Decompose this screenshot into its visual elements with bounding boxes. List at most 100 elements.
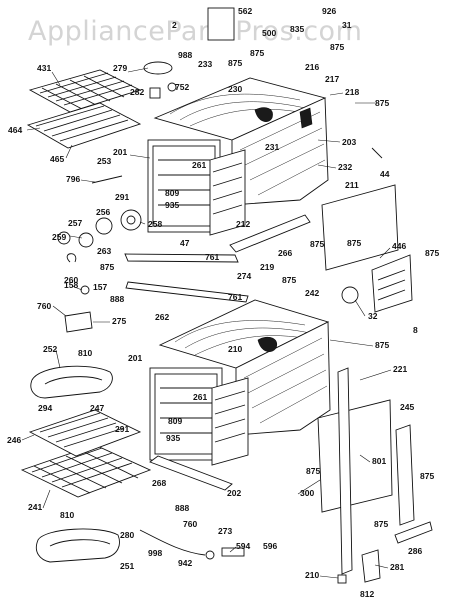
callout-875-h: 875 [100, 262, 114, 272]
callout-761-b: 761 [228, 292, 242, 302]
callout-211: 211 [345, 180, 359, 190]
callout-245: 245 [400, 402, 414, 412]
side-trim-221 [337, 367, 353, 575]
callout-202: 202 [227, 488, 241, 498]
callout-212: 212 [236, 219, 250, 229]
broil-pan-247 [28, 409, 142, 457]
callout-266: 266 [278, 248, 292, 258]
callout-888-a: 888 [110, 294, 124, 304]
callout-246: 246 [7, 435, 21, 445]
callout-291-b: 291 [115, 424, 129, 434]
callout-988-a: 988 [178, 50, 192, 60]
callout-247: 247 [90, 403, 104, 413]
door-panel-300 [317, 399, 393, 513]
callout-888-b: 888 [175, 503, 189, 513]
callout-263: 263 [97, 246, 111, 256]
callout-258: 258 [148, 219, 162, 229]
callout-835: 835 [290, 24, 304, 34]
small-parts [57, 7, 433, 584]
callout-32: 32 [368, 311, 378, 321]
callout-257: 257 [68, 218, 82, 228]
callout-260: 260 [64, 275, 78, 285]
callout-875-f: 875 [347, 238, 361, 248]
callout-875-k: 875 [306, 466, 320, 476]
callout-810-b: 810 [60, 510, 74, 520]
callout-261-a: 261 [192, 160, 206, 170]
callout-431: 431 [37, 63, 51, 73]
callout-279: 279 [113, 63, 127, 73]
upper-oven-cavity [147, 77, 329, 253]
lower-oven-cavity [149, 299, 331, 491]
callout-280: 280 [120, 530, 134, 540]
callout-935-b: 935 [166, 433, 180, 443]
callout-926: 926 [322, 6, 336, 16]
callout-796: 796 [66, 174, 80, 184]
callout-446: 446 [392, 241, 406, 251]
callout-594: 594 [236, 541, 250, 551]
leader-lines [21, 67, 392, 579]
callout-201-b: 201 [128, 353, 142, 363]
callout-274: 274 [237, 271, 251, 281]
side-panel-211 [321, 184, 399, 271]
callout-464: 464 [8, 125, 22, 135]
callout-760-b: 760 [183, 519, 197, 529]
callout-294: 294 [38, 403, 52, 413]
callout-291-a: 291 [115, 192, 129, 202]
callout-998: 998 [148, 548, 162, 558]
callout-465: 465 [50, 154, 64, 164]
callout-233: 233 [198, 59, 212, 69]
callout-44: 44 [380, 169, 390, 179]
callout-259: 259 [52, 232, 66, 242]
callout-300: 300 [300, 488, 314, 498]
callout-875-a: 875 [330, 42, 344, 52]
bake-element-251 [35, 528, 120, 563]
callout-273: 273 [218, 526, 232, 536]
callout-241: 241 [28, 502, 42, 512]
callout-500: 500 [262, 28, 276, 38]
callout-282: 282 [130, 87, 144, 97]
callout-219: 219 [260, 262, 274, 272]
callout-809-a: 809 [165, 188, 179, 198]
callout-221: 221 [393, 364, 407, 374]
broil-pan-464 [26, 102, 142, 149]
callout-875-e: 875 [310, 239, 324, 249]
callout-875-i: 875 [282, 275, 296, 285]
callout-8: 8 [413, 325, 418, 335]
callout-761-a: 761 [205, 252, 219, 262]
callout-935-a: 935 [165, 200, 179, 210]
callout-210-b: 210 [305, 570, 319, 580]
callout-942: 942 [178, 558, 192, 568]
callout-210-a: 210 [228, 344, 242, 354]
watermark-text: AppliancePartsPros.com [28, 16, 362, 47]
callout-562: 562 [238, 6, 252, 16]
callout-253: 253 [97, 156, 111, 166]
callout-230: 230 [228, 84, 242, 94]
callout-203: 203 [342, 137, 356, 147]
callout-275: 275 [112, 316, 126, 326]
callout-231: 231 [265, 142, 279, 152]
panel-245 [395, 424, 415, 526]
callout-596: 596 [263, 541, 277, 551]
callout-157: 157 [93, 282, 107, 292]
callout-268: 268 [152, 478, 166, 488]
broil-element-252 [30, 365, 113, 399]
callout-875-g: 875 [425, 248, 439, 258]
callout-252: 252 [43, 344, 57, 354]
upper-rack-431 [28, 69, 142, 113]
callout-158: 158 [64, 280, 78, 290]
callout-801: 801 [372, 456, 386, 466]
callout-281: 281 [390, 562, 404, 572]
callout-31: 31 [342, 20, 352, 30]
callout-216: 216 [305, 62, 319, 72]
callout-labels: 562 926 2 500 835 31 875 988 875 875 431… [7, 6, 439, 599]
callout-261-b: 261 [193, 392, 207, 402]
callout-2: 2 [172, 20, 177, 30]
bracket-446 [371, 254, 413, 313]
callout-875-c: 875 [250, 48, 264, 58]
callout-217: 217 [325, 74, 339, 84]
callout-286: 286 [408, 546, 422, 556]
callout-760-a: 760 [37, 301, 51, 311]
callout-752: 752 [175, 82, 189, 92]
callout-875-l: 875 [420, 471, 434, 481]
